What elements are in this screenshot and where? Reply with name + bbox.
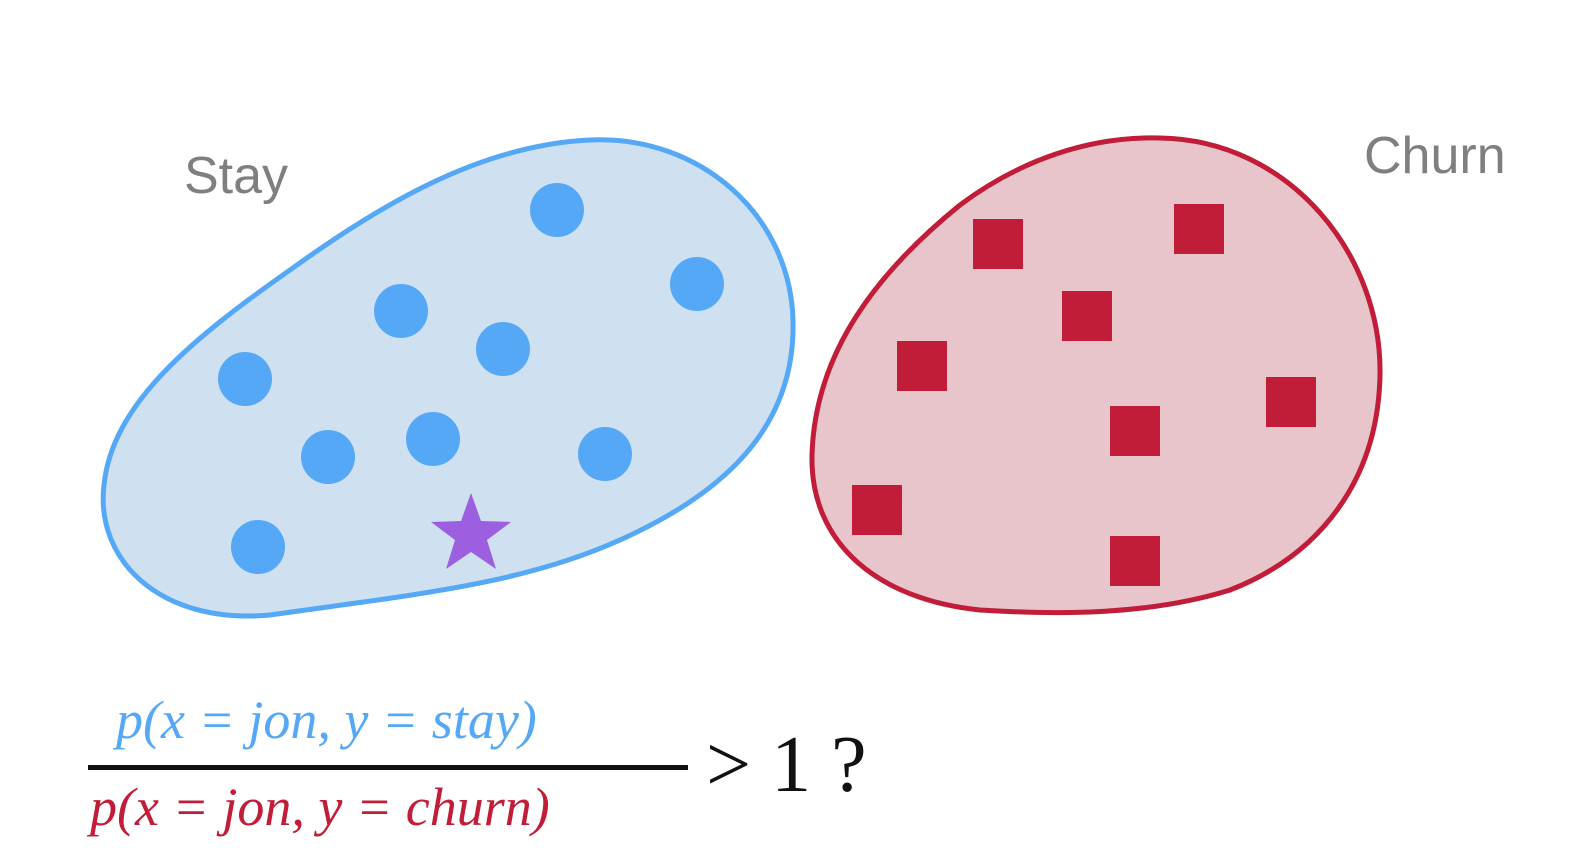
- stay-point: [301, 430, 355, 484]
- formula-denominator: p(x = jon, y = churn): [90, 777, 550, 837]
- stay-label: Stay: [184, 147, 289, 205]
- churn-point: [973, 219, 1023, 269]
- formula-comparison: > 1 ?: [706, 721, 867, 809]
- stay-point: [406, 412, 460, 466]
- churn-cluster-region: [809, 135, 1383, 616]
- fraction-bar: [88, 765, 688, 770]
- stay-point: [578, 427, 632, 481]
- stay-point: [374, 284, 428, 338]
- churn-point: [1062, 291, 1112, 341]
- stay-point: [476, 322, 530, 376]
- stay-points: [218, 183, 724, 574]
- churn-point: [1174, 204, 1224, 254]
- churn-point: [852, 485, 902, 535]
- churn-points: [852, 204, 1316, 586]
- stay-point: [530, 183, 584, 237]
- churn-point: [1266, 377, 1316, 427]
- churn-point: [1110, 406, 1160, 456]
- stay-cluster-region: [100, 137, 796, 619]
- churn-point: [897, 341, 947, 391]
- stay-point: [218, 352, 272, 406]
- query-point-star-icon: [431, 493, 511, 569]
- formula-numerator: p(x = jon, y = stay): [116, 690, 537, 750]
- churn-label: Churn: [1364, 127, 1506, 185]
- stay-point: [231, 520, 285, 574]
- stay-point: [670, 257, 724, 311]
- churn-point: [1110, 536, 1160, 586]
